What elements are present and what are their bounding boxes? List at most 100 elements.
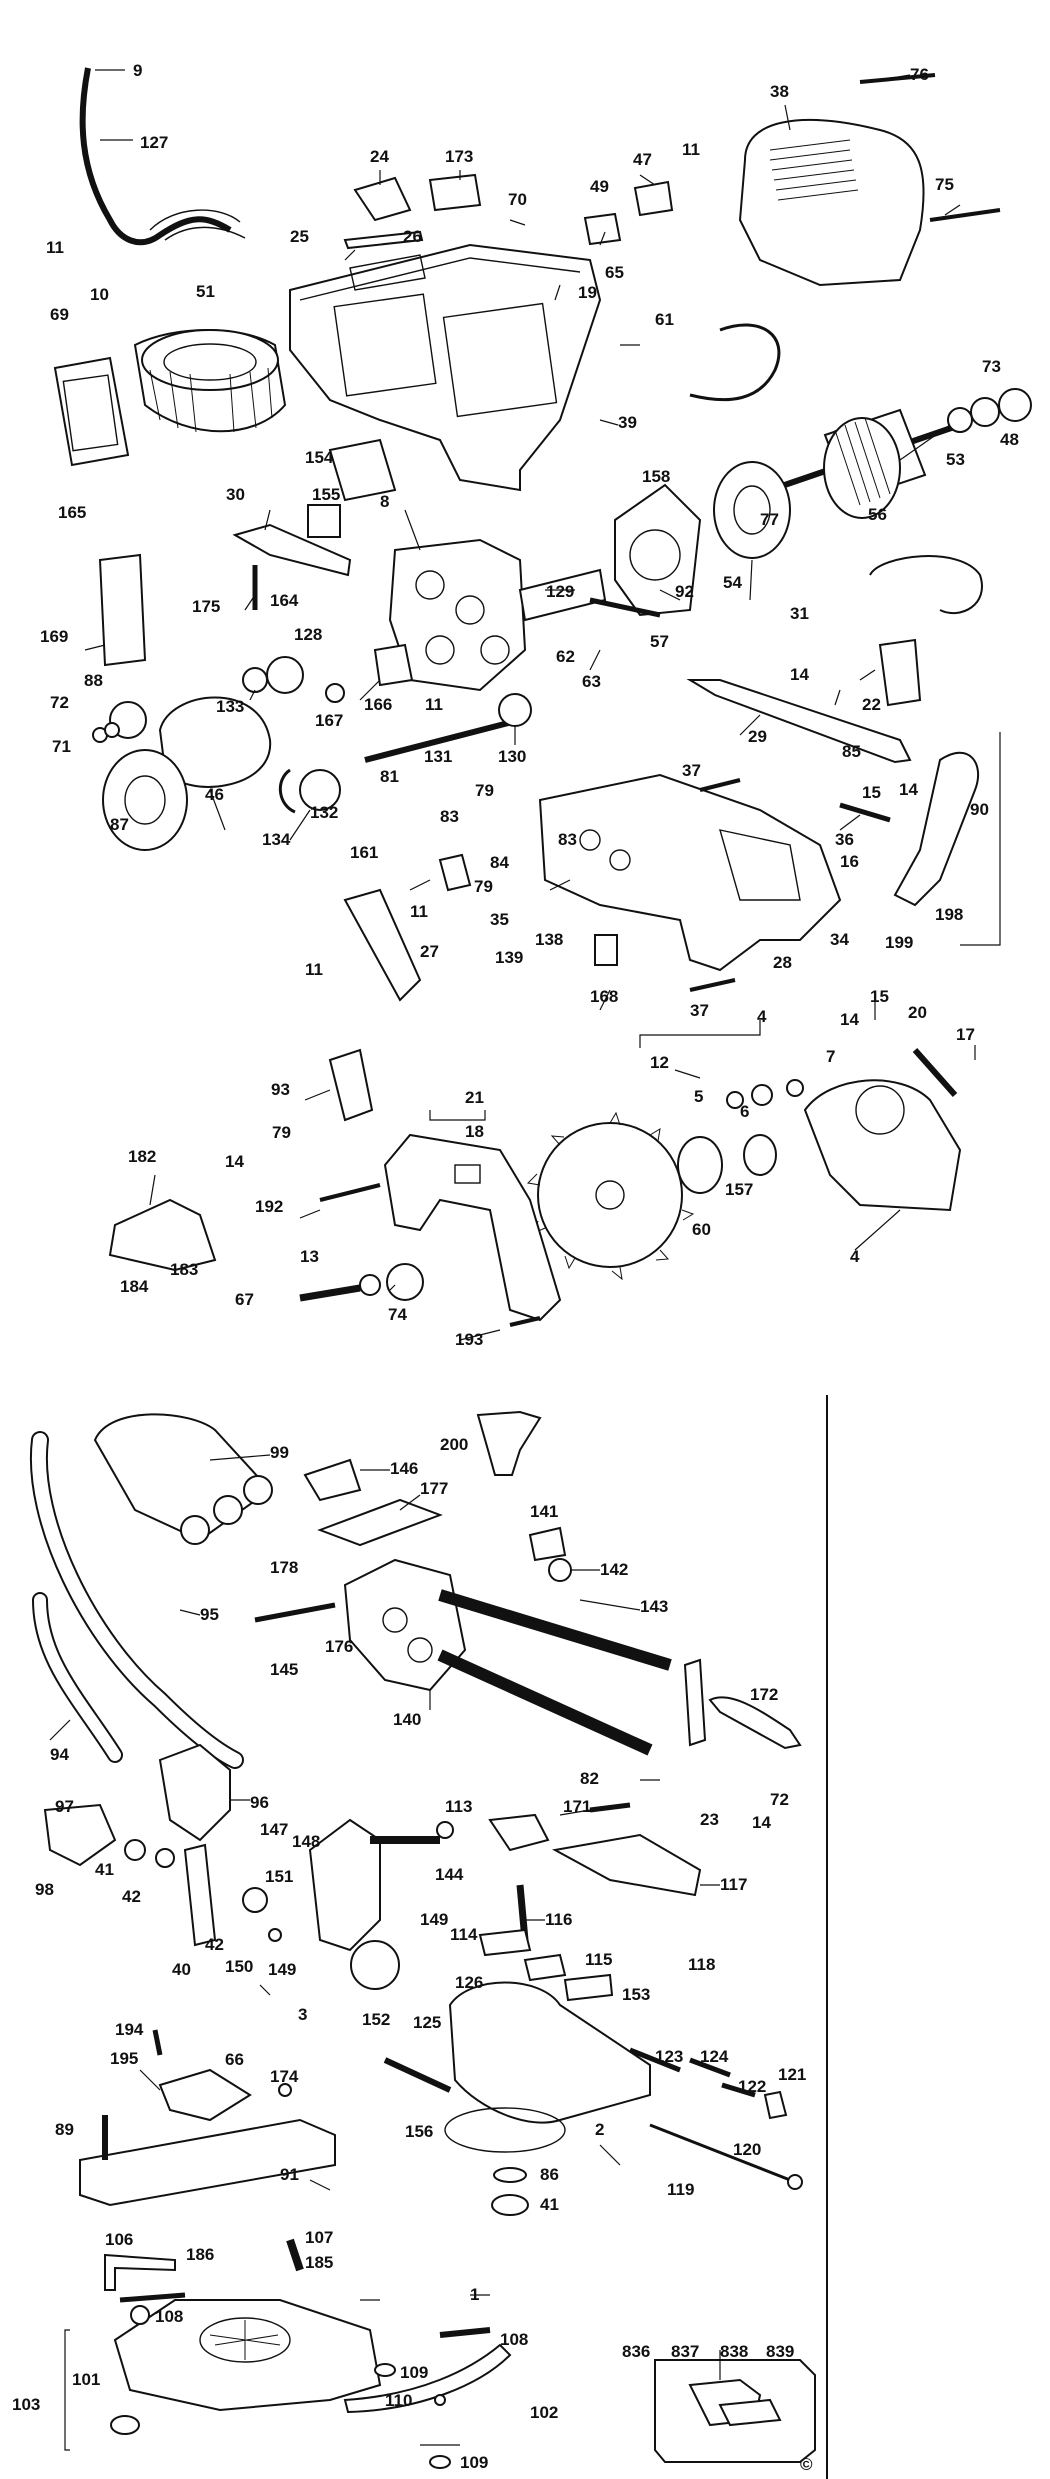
part-label: 26 xyxy=(403,227,422,246)
part-label: 30 xyxy=(226,485,245,504)
part-label: 71 xyxy=(52,737,71,756)
part-label: 183 xyxy=(170,1260,198,1279)
part-label: 91 xyxy=(280,2165,299,2184)
part-label: 12 xyxy=(650,1053,669,1072)
part-label: 73 xyxy=(982,357,1001,376)
part-label: 16 xyxy=(840,852,859,871)
part-label: 146 xyxy=(390,1459,418,1478)
turntable xyxy=(444,1981,651,2153)
part-label: 141 xyxy=(530,1502,558,1521)
motor-housing xyxy=(289,243,602,492)
part-label: 36 xyxy=(835,830,854,849)
part-label: 117 xyxy=(720,1875,747,1894)
part-label: 42 xyxy=(205,1935,224,1954)
part-label: 61 xyxy=(655,310,674,329)
part-label: 31 xyxy=(790,604,809,623)
part-label: 118 xyxy=(688,1955,715,1974)
part-label: 41 xyxy=(540,2195,559,2214)
part-label: 123 xyxy=(655,2047,683,2066)
tilt-arm xyxy=(308,1818,454,1952)
part-label: 24 xyxy=(370,147,389,166)
slide-rails xyxy=(343,1558,672,1756)
part-drawings-bottom xyxy=(29,1410,816,2469)
part-label: 154 xyxy=(305,448,334,467)
part-label: 76 xyxy=(910,65,929,84)
part-label: 54 xyxy=(723,573,742,592)
part-label: 83 xyxy=(440,807,459,826)
part-label: 66 xyxy=(225,2050,244,2069)
part-label: 153 xyxy=(622,1985,650,2004)
part-label: 178 xyxy=(270,1558,298,1577)
part-label: 38 xyxy=(770,82,789,101)
part-label: 47 xyxy=(633,150,652,169)
part-label: 166 xyxy=(364,695,392,714)
part-label: 37 xyxy=(690,1001,709,1020)
part-label: 195 xyxy=(110,2049,138,2068)
part-label: 23 xyxy=(700,1810,719,1829)
part-label: 1 xyxy=(470,2285,479,2304)
part-label: 120 xyxy=(733,2140,761,2159)
saw-blade xyxy=(526,1111,695,1281)
part-label: 46 xyxy=(205,785,224,804)
part-label: 11 xyxy=(425,695,443,714)
part-label: 15 xyxy=(862,783,881,802)
end-plate xyxy=(53,356,130,467)
part-label: 4 xyxy=(757,1007,767,1026)
copyright-mark: © xyxy=(800,2455,813,2474)
part-label: 161 xyxy=(350,843,378,862)
part-label: 128 xyxy=(294,625,322,644)
part-label: 75 xyxy=(935,175,954,194)
part-label: 53 xyxy=(946,450,965,469)
part-label: 171 xyxy=(563,1797,591,1816)
part-label: 65 xyxy=(605,263,624,282)
leader-lines xyxy=(49,69,976,2446)
part-label: 108 xyxy=(500,2330,528,2349)
part-label: 87 xyxy=(110,815,129,834)
part-label: 133 xyxy=(216,697,244,716)
part-label: 101 xyxy=(72,2370,100,2389)
part-label: 156 xyxy=(405,2122,433,2141)
part-label: 82 xyxy=(580,1769,599,1788)
base-rail xyxy=(79,2118,336,2207)
part-label: 11 xyxy=(410,902,428,921)
part-label: 142 xyxy=(600,1560,628,1579)
part-label: 18 xyxy=(465,1122,484,1141)
part-label: 193 xyxy=(455,1330,483,1349)
part-label: 8 xyxy=(380,492,389,511)
part-label: 837 xyxy=(671,2342,699,2361)
part-label: 102 xyxy=(530,2403,558,2422)
part-label: 11 xyxy=(46,238,64,257)
part-label: 22 xyxy=(862,695,881,714)
blade-housing xyxy=(538,773,842,972)
part-label: 140 xyxy=(393,1710,421,1729)
part-label: 89 xyxy=(55,2120,74,2139)
part-label: 151 xyxy=(265,1867,293,1886)
part-label: 13 xyxy=(300,1247,319,1266)
part-label: 9 xyxy=(133,61,142,80)
part-label: 194 xyxy=(115,2020,144,2039)
motor-cover xyxy=(738,119,925,287)
part-label: 176 xyxy=(325,1637,353,1656)
part-label: 21 xyxy=(465,1088,484,1107)
part-label: 35 xyxy=(490,910,509,929)
part-label: 51 xyxy=(196,282,215,301)
group-brackets xyxy=(64,732,1001,2451)
part-label: 70 xyxy=(508,190,527,209)
bevel-scale xyxy=(343,2343,512,2414)
part-label: 129 xyxy=(546,582,574,601)
part-label: 115 xyxy=(585,1950,612,1969)
part-label: 62 xyxy=(556,647,575,666)
part-label: 107 xyxy=(305,2228,333,2247)
accessory-kit-inset xyxy=(654,2359,816,2463)
lower-guard xyxy=(803,1079,962,1212)
part-label: 4 xyxy=(850,1247,860,1266)
part-label: 122 xyxy=(738,2077,766,2096)
part-label: 79 xyxy=(474,877,493,896)
power-cable xyxy=(79,67,232,246)
part-label: 96 xyxy=(250,1793,269,1812)
part-label: 186 xyxy=(186,2245,214,2264)
part-label: 79 xyxy=(475,781,494,800)
part-label: 11 xyxy=(682,140,700,159)
part-label: 10 xyxy=(90,285,109,304)
fan xyxy=(713,461,791,559)
